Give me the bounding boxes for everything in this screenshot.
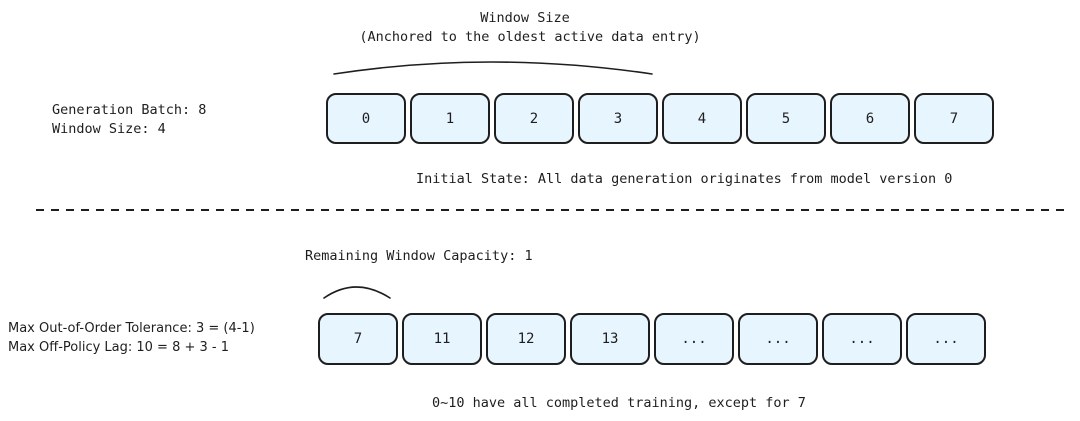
top-cell-0: 0 — [326, 93, 406, 144]
out-of-order-tolerance-label: Max Out-of-Order Tolerance: 3 = (4-1) — [8, 321, 255, 336]
window-brace-bottom — [323, 286, 391, 299]
top-cell-7: 7 — [914, 93, 994, 144]
generation-batch-label: Generation Batch: 8 — [52, 102, 207, 118]
window-size-subtitle: (Anchored to the oldest active data entr… — [359, 29, 701, 45]
bottom-cell-2: 12 — [486, 313, 566, 365]
top-cell-1: 1 — [410, 93, 490, 144]
bottom-cell-6: ... — [822, 313, 902, 365]
bottom-cell-7: ... — [906, 313, 986, 365]
training-status-caption: 0~10 have all completed training, except… — [432, 395, 806, 411]
bottom-cell-0: 7 — [318, 313, 398, 365]
remaining-capacity-label: Remaining Window Capacity: 1 — [305, 248, 533, 264]
off-policy-lag-label: Max Off-Policy Lag: 10 = 8 + 3 - 1 — [8, 340, 230, 355]
top-cell-4: 4 — [662, 93, 742, 144]
top-cell-3: 3 — [578, 93, 658, 144]
bottom-cell-4: ... — [654, 313, 734, 365]
top-cell-2: 2 — [494, 93, 574, 144]
bottom-cell-5: ... — [738, 313, 818, 365]
window-brace-top — [333, 61, 653, 75]
top-cell-row: 0 1 2 3 4 5 6 7 — [326, 93, 998, 144]
bottom-cell-row: 7 11 12 13 ... ... ... ... — [318, 313, 990, 365]
top-cell-5: 5 — [746, 93, 826, 144]
bottom-cell-3: 13 — [570, 313, 650, 365]
initial-state-caption: Initial State: All data generation origi… — [416, 171, 953, 187]
window-size-label: Window Size: 4 — [52, 121, 166, 137]
top-cell-6: 6 — [830, 93, 910, 144]
window-size-title: Window Size — [480, 10, 570, 26]
bottom-cell-1: 11 — [402, 313, 482, 365]
